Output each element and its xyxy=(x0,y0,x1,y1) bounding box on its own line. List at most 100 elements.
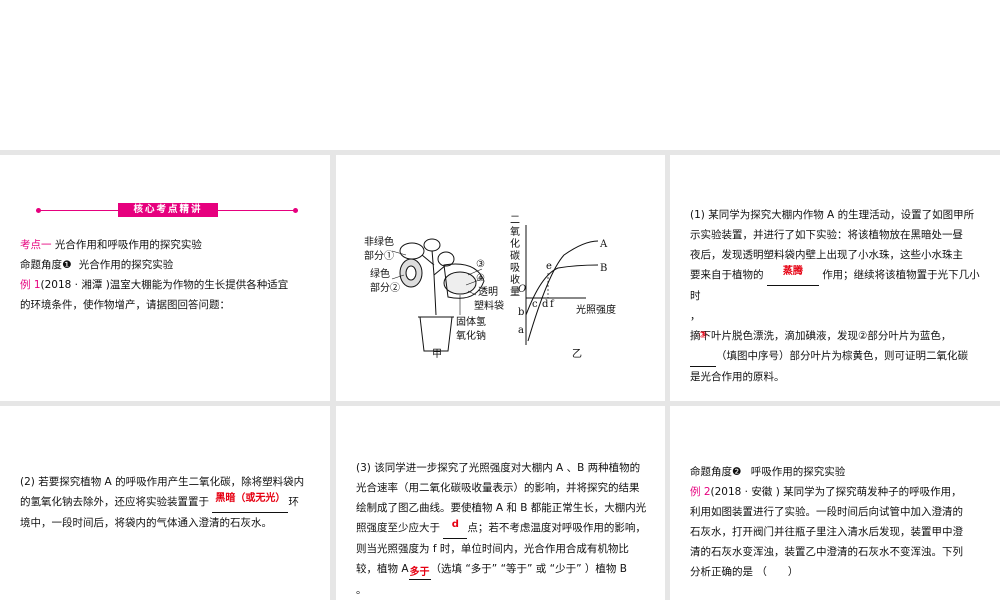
y-label-3: 化 xyxy=(510,237,520,250)
p5-line-4: 照强度至少应大于 d 点；若不考虑温度对呼吸作用的影响， xyxy=(356,518,656,539)
p5-line-2: 光合速率（用二氧化碳吸收量表示）的影响，并将探究的结果 xyxy=(356,482,640,494)
p5-line-4b: 点；若不考虑温度对呼吸作用的影响， xyxy=(467,522,646,534)
banner-dot-right xyxy=(293,208,298,213)
label-num-4: ④ xyxy=(476,273,485,284)
bag-outline xyxy=(443,263,485,299)
y-label-2: 氧 xyxy=(510,225,520,238)
figure-svg: 非绿色 部分① 绿色 部分② ③ ④ 透明 塑料袋 固体氢 氧化钠 甲 乙 二 … xyxy=(364,215,616,360)
label-non-green-2: 部分① xyxy=(364,249,394,262)
example-source: (2018 · 湘潭 ) xyxy=(40,279,110,291)
answer-blank-dark[interactable]: 黑暗（或无光） xyxy=(212,492,289,513)
label-green-2: 部分② xyxy=(370,281,400,294)
p3-line-1: (1) 某同学为探究大棚内作物 A 的生理活动，设置了如图甲所 xyxy=(690,209,975,221)
y-label-6: 收 xyxy=(510,273,520,286)
p3-line-5: ， xyxy=(690,310,701,322)
curve-A xyxy=(527,240,599,342)
angle-heading: 命题角度❶ 光合作用的探究实验 xyxy=(20,255,320,275)
leaf-in-bag xyxy=(443,271,477,295)
y-label-7: 量 xyxy=(510,286,520,298)
answer-2: ③ xyxy=(698,330,708,341)
label-green-1: 绿色 xyxy=(370,267,390,280)
y-label-4: 碳 xyxy=(510,249,520,262)
curve-B-label: B xyxy=(600,263,607,274)
p4-line-3: 境中，一段时间后，将袋内的气体通入澄清的石灰水。 xyxy=(20,517,272,529)
answer-blank-1[interactable]: 蒸腾 xyxy=(766,265,819,286)
p3-line-3: 夜后，发现透明塑料袋内壁上出现了小水珠，这些小水珠主 xyxy=(690,249,963,261)
example-line-2: 的环境条件，使作物增产，请据图回答问题： xyxy=(20,299,230,311)
kaodian-heading: 考点一 光合作用和呼吸作用的探究实验 xyxy=(20,235,320,255)
slide-panel-3: (1) 某同学为探究大棚内作物 A 的生理活动，设置了如图甲所 示实验装置，并进… xyxy=(670,155,1000,401)
point-a: a xyxy=(518,325,524,336)
leader-bag xyxy=(467,290,477,296)
pot xyxy=(419,316,453,352)
kaodian-label: 考点一 xyxy=(20,239,52,251)
label-non-green-1: 非绿色 xyxy=(364,235,394,248)
banner-title: 核心考点精讲 xyxy=(118,203,218,217)
p4-line-2: 的氢氧化钠去除外，还应将实验装置置于 黑暗（或无光） 环 xyxy=(20,492,320,513)
answer-blank-more[interactable]: 多于 xyxy=(408,559,431,580)
answer-blank-d[interactable]: d xyxy=(443,518,468,539)
p6-example-label: 例 2 xyxy=(690,486,711,498)
kaodian-title: 光合作用和呼吸作用的探究实验 xyxy=(54,239,202,251)
p6-line-4: 清的石灰水变浑浊，装置乙中澄清的石灰水不变浑浊。下列 xyxy=(690,546,963,558)
label-bag-1: 透明 xyxy=(478,286,498,298)
label-num-3: ③ xyxy=(476,259,485,270)
point-f: f xyxy=(550,299,555,310)
example-label: 例 1 xyxy=(20,279,41,291)
plant-figure xyxy=(391,238,485,352)
point-e: e xyxy=(546,261,552,272)
p5-line-3: 绘制成了图乙曲线。要使植物 A 和 B 都能正常生长，大棚内光 xyxy=(356,502,647,514)
p6-line-5: 分析正确的是 （ ） xyxy=(690,566,799,578)
example-text-1: 温室大棚能为作物的生长提供各种适宜 xyxy=(109,279,289,291)
p4-line-2b: 环 xyxy=(288,496,299,508)
p3-line-2: 示实验装置，并进行了如下实验：将该植物放在黑暗处一昼 xyxy=(690,229,963,241)
leader-1 xyxy=(391,250,407,256)
p5-line-1: (3) 该同学进一步探究了光照强度对大棚内 A 、B 两种植物的 xyxy=(356,462,641,474)
p3-line-6: 摘下叶片脱色漂洗，滴加碘液，发现②部分叶片为蓝色， xyxy=(690,330,952,342)
angle-title: 光合作用的探究实验 xyxy=(78,259,174,271)
leader-4 xyxy=(465,278,483,286)
answer-d: d xyxy=(451,519,459,530)
p5-line-6a: 较，植物 A xyxy=(356,563,409,575)
p4-line-1: (2) 若要探究植物 A 的呼吸作用产生二氧化碳，除将塑料袋内 xyxy=(20,476,305,488)
p6-angle-title: 呼吸作用的探究实验 xyxy=(750,466,846,478)
angle-label: 命题角度❶ xyxy=(20,259,72,271)
p3-line-4a: 要来自于植物的 xyxy=(690,269,764,281)
answer-1: 蒸腾 xyxy=(782,266,803,277)
p3-line-4: 要来自于植物的 蒸腾 作用；继续将该植物置于光下几小时 xyxy=(690,265,990,306)
slide-panel-6: 命题角度❷ 呼吸作用的探究实验 例 2(2018 · 安徽 ) 某同学为了探究萌… xyxy=(670,406,1000,600)
example-line-1: 例 1(2018 · 湘潭 )温室大棚能为作物的生长提供各种适宜 xyxy=(20,275,320,295)
curve-A-label: A xyxy=(599,239,608,250)
banner-dot-left xyxy=(36,208,41,213)
p5-line-4a: 照强度至少应大于 xyxy=(356,522,440,534)
leader-2 xyxy=(391,274,405,280)
answer-more: 多于 xyxy=(409,567,430,578)
curve-B xyxy=(525,264,599,316)
point-d: d xyxy=(542,299,549,310)
slide-panel-2: 非绿色 部分① 绿色 部分② ③ ④ 透明 塑料袋 固体氢 氧化钠 甲 乙 二 … xyxy=(336,155,665,401)
figure-caption-jia: 甲 xyxy=(432,349,442,360)
p6-line-1: 例 2(2018 · 安徽 ) 某同学为了探究萌发种子的呼吸作用， xyxy=(690,482,990,502)
figure-caption-yi: 乙 xyxy=(572,348,582,360)
p3-line-4b: 作用；继续将该植物置于光下几小时 xyxy=(690,269,980,302)
leaf-left-upper xyxy=(399,242,425,260)
point-c: c xyxy=(532,299,538,310)
p6-line-1-text: (2018 · 安徽 ) 某同学为了探究萌发种子的呼吸作用， xyxy=(710,486,962,498)
answer-blank-2[interactable]: ③ xyxy=(690,330,716,367)
leader-3 xyxy=(467,268,483,276)
slide-panel-1: 核心考点精讲 考点一 光合作用和呼吸作用的探究实验 命题角度❶ 光合作用的探究实… xyxy=(0,155,330,401)
slide-panel-4: (2) 若要探究植物 A 的呼吸作用产生二氧化碳，除将塑料袋内 的氢氧化钠去除外… xyxy=(0,406,330,600)
leaf-variegated-inner xyxy=(405,265,417,281)
label-bag-2: 塑料袋 xyxy=(474,299,504,312)
leaf-top xyxy=(423,238,441,252)
p5-line-7: 。 xyxy=(356,584,367,596)
p6-line-3: 石灰水，打开阀门并往瓶子里注入清水后发现，装置甲中澄 xyxy=(690,526,963,538)
x-axis-label: 光照强度 xyxy=(576,303,616,316)
p5-line-5: 则当光照强度为 f 时，单位时间内，光合作用合成有机物比 xyxy=(356,543,629,555)
p6-line-2: 利用如图装置进行了实验。一段时间后向试管中加入澄清的 xyxy=(690,506,963,518)
label-naoh-2: 氧化钠 xyxy=(456,329,486,342)
p3-line-7: ③ （填图中序号）部分叶片为棕黄色，则可证明二氧化碳 xyxy=(690,330,990,367)
p3-line-8: 是光合作用的原料。 xyxy=(690,371,785,383)
y-label-5: 吸 xyxy=(510,263,520,274)
